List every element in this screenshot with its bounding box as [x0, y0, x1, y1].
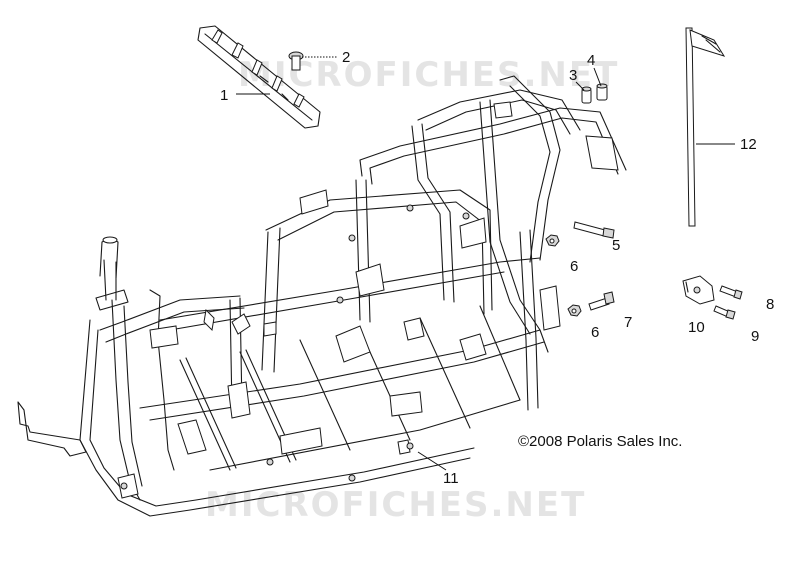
callout-8: 8: [766, 296, 774, 313]
part-6-nut-upper: [545, 234, 560, 247]
part-9-bolt: [713, 305, 736, 320]
leader-3: [575, 81, 585, 91]
callout-4: 4: [587, 52, 595, 69]
callout-3: 3: [569, 67, 577, 84]
part-10-bracket: [682, 275, 715, 305]
callout-6-upper: 6: [570, 258, 578, 275]
part-5-bolt: [573, 221, 615, 239]
callout-2: 2: [342, 49, 350, 66]
part-7-bolt: [588, 291, 615, 311]
callout-12: 12: [740, 136, 757, 153]
watermark-bottom: MICROFICHES.NET: [205, 485, 586, 525]
watermark-top: MICROFICHES.NET: [238, 55, 619, 95]
part-4-bushing: [596, 83, 608, 101]
leader-lines: [236, 56, 735, 471]
part-8-bolt: [719, 285, 743, 300]
callout-1: 1: [220, 87, 228, 104]
part-2-bolt: [288, 51, 304, 71]
callout-7: 7: [624, 314, 632, 331]
part-1-bracket: [197, 25, 321, 129]
callout-9: 9: [751, 328, 759, 345]
leader-4: [593, 67, 602, 87]
callout-11: 11: [443, 470, 459, 487]
callout-10: 10: [688, 319, 705, 336]
callout-labels: 1 2 3 4 5 6 6 7 8 9 10 11 12: [220, 49, 774, 487]
part-11-main-frame: [17, 75, 627, 517]
leader-11: [417, 451, 447, 471]
callout-6-lower: 6: [591, 324, 599, 341]
part-3-bushing: [581, 86, 592, 104]
copyright-notice: ©2008 Polaris Sales Inc.: [518, 433, 682, 450]
part-6-nut-lower: [567, 304, 582, 317]
callout-5: 5: [612, 237, 620, 254]
part-12-flag-whip: [685, 27, 726, 227]
